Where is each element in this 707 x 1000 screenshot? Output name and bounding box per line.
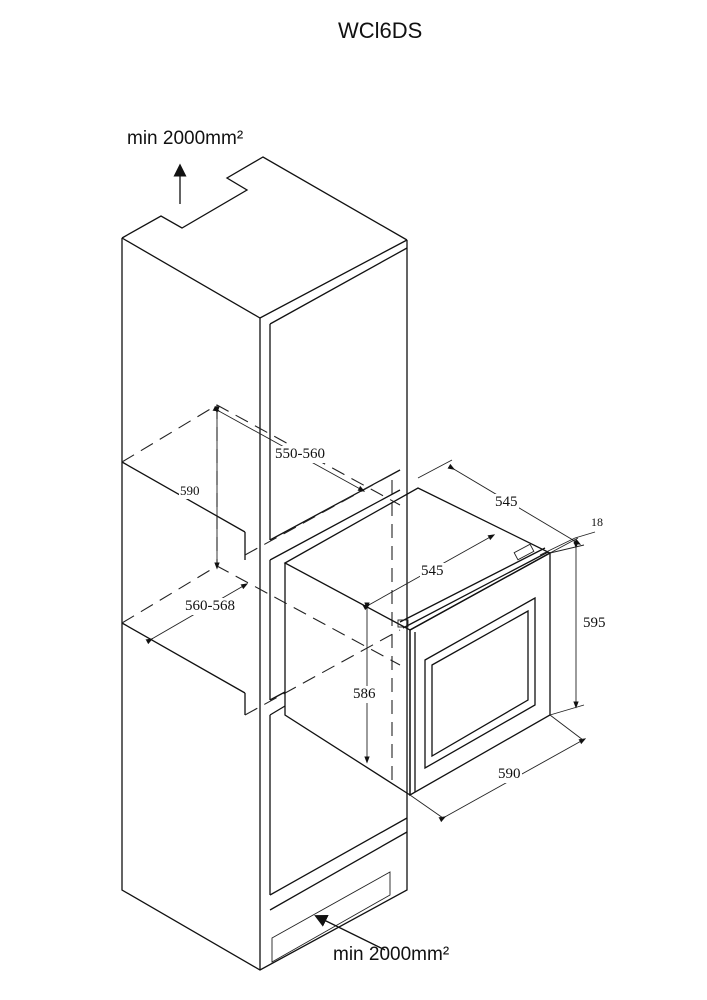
niche-width-dimension: 560-568 xyxy=(184,598,236,615)
niche-height-dimension: 590 xyxy=(179,483,201,499)
door-thickness-dimension: 18 xyxy=(590,515,604,530)
niche-depth-dimension: 550-560 xyxy=(274,446,326,463)
body-height-dimension: 586 xyxy=(352,686,377,703)
model-title: WCl6DS xyxy=(338,18,423,43)
niche-outline xyxy=(121,404,401,780)
appliance-drawing xyxy=(283,487,552,797)
cabinet-outline xyxy=(121,156,408,971)
appliance-depth-top-dimension: 545 xyxy=(494,494,519,511)
appliance-depth-side-dimension: 545 xyxy=(420,563,445,580)
bottom-vent-arrow-icon xyxy=(314,915,386,951)
top-ventilation-label: min 2000mm² xyxy=(127,128,244,149)
bottom-ventilation-label: min 2000mm² xyxy=(333,944,450,965)
appliance-height-dimension: 595 xyxy=(582,615,607,632)
appliance-width-dimension: 590 xyxy=(497,766,522,783)
